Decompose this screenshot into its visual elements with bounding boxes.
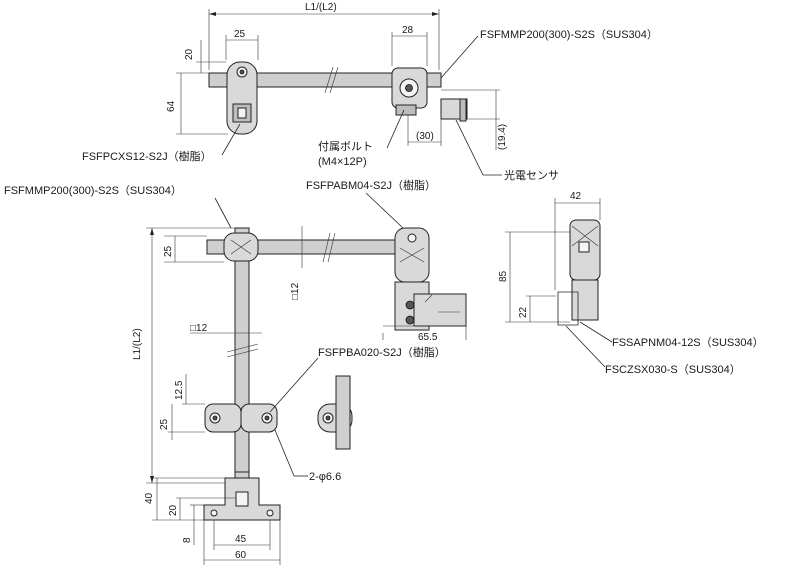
sensor-label: 光電センサ bbox=[504, 168, 559, 182]
side-dim-42: 42 bbox=[570, 191, 582, 202]
main-dim-25a: 25 bbox=[163, 245, 174, 257]
sensor-bracket-label: FSCZSX030-S（SUS304） bbox=[605, 363, 741, 376]
bolt-spec-label: (M4×12P) bbox=[318, 156, 367, 168]
main-view: 65.5 25 □12 □12 L1/(L2) 12.5 25 bbox=[4, 178, 467, 484]
side-dim-22: 22 bbox=[518, 306, 529, 318]
main-dim-25b: 25 bbox=[159, 418, 170, 430]
sensor-plate-label: FSSAPNM04-12S（SUS304） bbox=[612, 336, 764, 349]
main-dim-length: L1/(L2) bbox=[132, 328, 143, 360]
base-dim-40: 40 bbox=[144, 492, 155, 504]
base-dim-45: 45 bbox=[235, 534, 247, 545]
pipe-top-label: FSFMMP200(300)-S2S（SUS304） bbox=[480, 28, 658, 41]
main-dim-12-5: 12.5 bbox=[174, 380, 185, 400]
bolt-label: 付属ボルト bbox=[318, 140, 373, 153]
main-dim-sq12-h: □12 bbox=[190, 323, 208, 334]
top-view: L1/(L2) 25 20 64 28 bbox=[82, 2, 658, 182]
top-dim-28: 28 bbox=[402, 25, 414, 36]
base-dim-20: 20 bbox=[168, 504, 179, 516]
top-dim-30: (30) bbox=[416, 131, 434, 142]
holes-label: 2-φ6.6 bbox=[309, 471, 341, 483]
top-dim-64: 64 bbox=[166, 100, 177, 112]
base-clamp-label: FSFPBA020-S2J（樹脂） bbox=[318, 345, 446, 359]
top-dim-25: 25 bbox=[234, 29, 246, 40]
side-view: 42 85 22 FSSAPNM04-12S（SUS304） FSCZSX030… bbox=[498, 191, 764, 376]
mount-clamp-label: FSFPCXS12-S2J（樹脂） bbox=[82, 149, 212, 163]
top-length-dim: L1/(L2) bbox=[305, 2, 337, 13]
pipe-left-label: FSFMMP200(300)-S2S（SUS304） bbox=[4, 184, 182, 197]
top-dim-20: 20 bbox=[184, 48, 195, 60]
main-dim-65-5: 65.5 bbox=[418, 332, 438, 343]
angle-clamp-label: FSFPABM04-S2J（樹脂） bbox=[306, 178, 436, 192]
base-dim-8: 8 bbox=[182, 537, 193, 543]
base-dim-60: 60 bbox=[235, 550, 247, 561]
base-view: 40 20 8 45 60 bbox=[144, 471, 281, 565]
top-dim-19-4: (19.4) bbox=[497, 124, 508, 150]
side-dim-85: 85 bbox=[498, 270, 509, 282]
main-dim-sq12-v: □12 bbox=[290, 282, 301, 300]
